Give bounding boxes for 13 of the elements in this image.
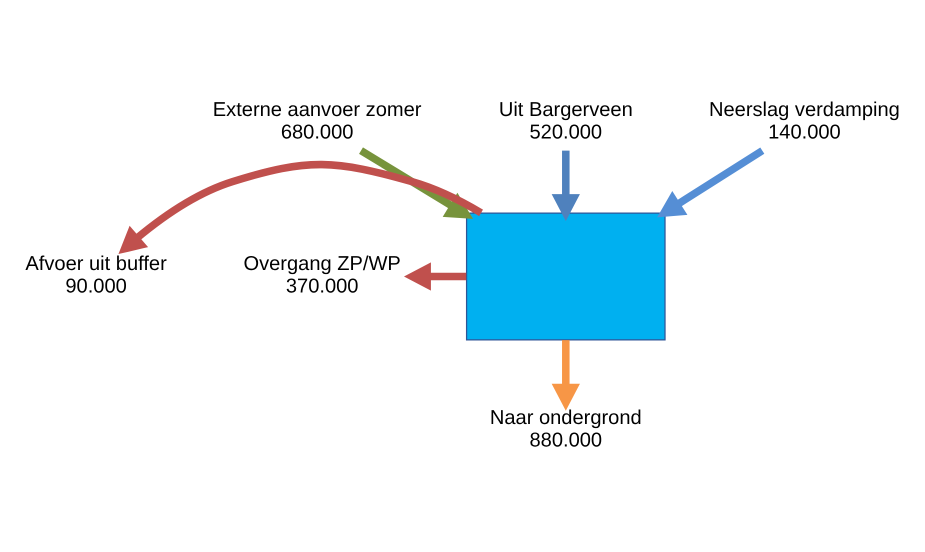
- arrow: [552, 340, 580, 410]
- node-box: [466, 212, 666, 340]
- arrow: [657, 146, 764, 217]
- node-text: Uit Bargerveen 520.000: [498, 98, 633, 144]
- node-text: Overgang ZP/WP 370.000: [243, 252, 401, 298]
- node-text: Afvoer uit buffer 90.000: [25, 252, 167, 298]
- node-text: Neerslag verdamping 140.000: [708, 98, 900, 144]
- node-text: Naar ondergrond 880.000: [490, 406, 642, 451]
- arrow: [118, 160, 483, 254]
- arrow: [404, 262, 466, 290]
- node-text: Externe aanvoer zomer 680.000: [212, 98, 422, 144]
- arrow: [552, 150, 580, 221]
- arrow: [359, 146, 474, 218]
